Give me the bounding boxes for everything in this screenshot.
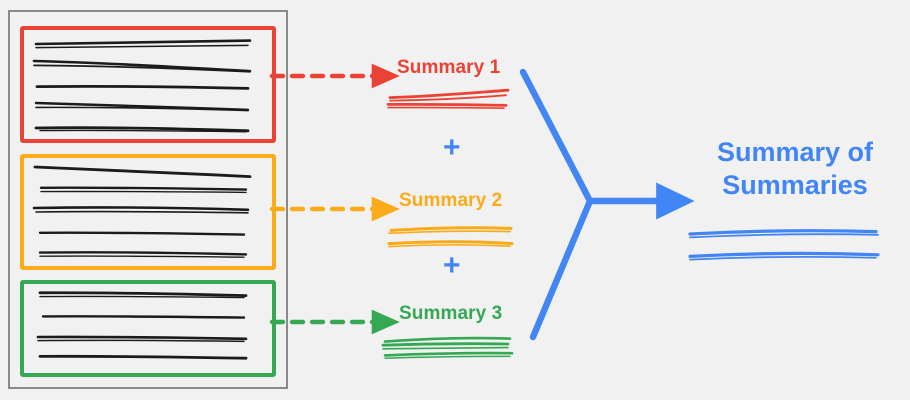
document-chunk-2[interactable]	[20, 154, 276, 270]
final-summary-squiggles	[688, 229, 880, 261]
final-summary-title-line-2: Summaries	[722, 169, 868, 200]
source-document-panel	[8, 10, 288, 389]
summary-1-squiggles	[386, 88, 510, 109]
chunk-1-text-lines	[32, 39, 252, 133]
merge-connector	[519, 68, 594, 341]
summary-2-squiggles	[387, 226, 514, 248]
chunk-3-text-lines	[36, 291, 248, 360]
summary-1-label: Summary 1	[397, 57, 501, 78]
summary-3-squiggles	[381, 336, 514, 359]
summary-2-label: Summary 2	[399, 190, 503, 211]
summary-3-label: Summary 3	[399, 303, 503, 324]
document-chunk-3[interactable]	[20, 280, 276, 377]
plus-operator-2: +	[443, 249, 461, 282]
final-summary-title: Summary of Summaries	[690, 136, 900, 202]
chunk-2-text-lines	[32, 165, 252, 258]
plus-operator-1: +	[443, 131, 461, 164]
final-summary-title-line-1: Summary of	[716, 137, 874, 167]
document-chunk-1[interactable]	[20, 26, 276, 143]
